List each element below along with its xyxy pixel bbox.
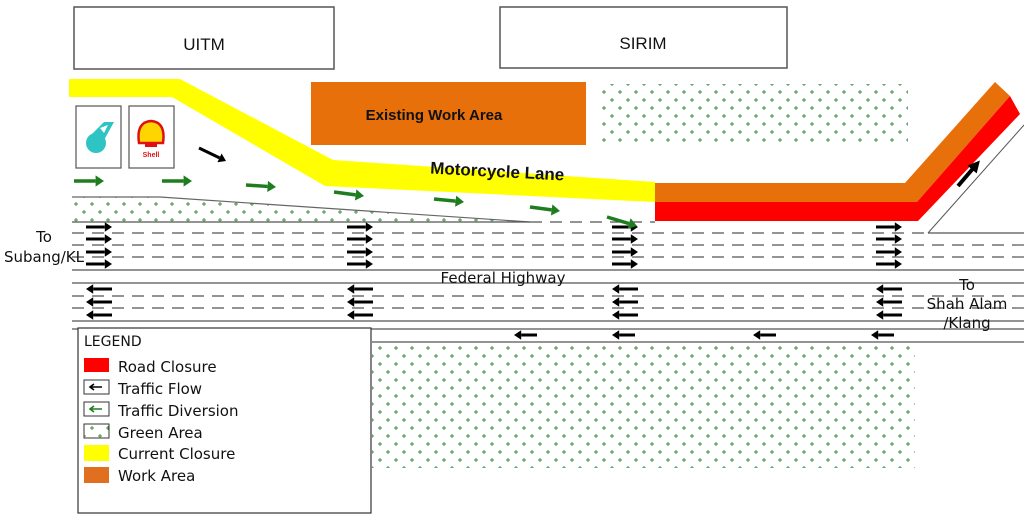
- slip-road-edge: [927, 124, 1024, 234]
- traffic-flow-arrow-east: [876, 247, 902, 257]
- traffic-flow-arrow-east: [86, 259, 112, 269]
- traffic-flow-arrow-west: [871, 330, 894, 340]
- building-sirim: SIRIM: [499, 6, 788, 69]
- to-shah-alam-label-line1: To: [958, 276, 975, 294]
- traffic-diversion-arrow: [245, 180, 276, 193]
- shell-station: Shell: [128, 105, 175, 169]
- traffic-flow-arrow-west: [86, 297, 112, 307]
- building-uitm: UITM: [73, 6, 335, 70]
- slip-road-arrow: [956, 160, 980, 188]
- traffic-flow-arrow-west: [86, 310, 112, 320]
- traffic-flow-arrow-east: [347, 234, 373, 244]
- legend-item-green-area: Green Area: [83, 423, 203, 442]
- traffic-flow-arrow-west: [612, 284, 638, 294]
- traffic-flow-arrow-west: [347, 297, 373, 307]
- traffic-flow-arrow-east: [347, 222, 373, 232]
- traffic-flow-arrow-east: [612, 247, 638, 257]
- road-closure-zone: [655, 96, 1020, 221]
- current-closure-zone: [69, 79, 655, 202]
- green-area-bottom: [372, 343, 915, 468]
- legend-item-current-closure: Current Closure: [84, 445, 235, 463]
- traffic-flow-arrow-east: [86, 247, 112, 257]
- legend-label: Green Area: [118, 424, 203, 442]
- traffic-flow-arrow-east: [347, 259, 373, 269]
- traffic-flow-arrow-west: [612, 330, 635, 340]
- legend-item-work-area: Work Area: [84, 467, 195, 485]
- traffic-diversion-arrow: [606, 215, 637, 229]
- legend-label: Current Closure: [118, 445, 235, 463]
- median-edge-diagonal: [159, 196, 531, 223]
- building-uitm-label: UITM: [183, 35, 225, 54]
- existing-work-area-label: Existing Work Area: [366, 107, 503, 124]
- legend-swatch-current-closure: [84, 445, 109, 461]
- green-area-top-right: [598, 84, 908, 146]
- traffic-diversion-arrow: [162, 175, 192, 187]
- shell-logo-icon: Shell: [137, 119, 165, 159]
- legend-item-traffic-flow: Traffic Flow: [83, 379, 202, 398]
- petronas-station: [75, 105, 122, 169]
- to-shah-alam-label-line3: /Klang: [943, 314, 990, 332]
- shell-logo-text: Shell: [143, 152, 160, 159]
- highway-lane-markings: [72, 221, 1024, 343]
- legend-item-traffic-diversion: Traffic Diversion: [83, 401, 239, 420]
- legend-label: Work Area: [118, 467, 195, 485]
- traffic-flow-arrow-west: [753, 330, 776, 340]
- traffic-flow-arrow-east: [612, 259, 638, 269]
- legend-item-road-closure: Road Closure: [84, 358, 217, 376]
- legend-swatch-work-area: [84, 467, 109, 483]
- traffic-flow-arrow-diagonal: [198, 146, 226, 163]
- traffic-diversion-arrow: [529, 204, 560, 216]
- federal-highway-label: Federal Highway: [441, 269, 566, 287]
- legend: LEGEND Road Closure Traffic Flow Traffic…: [77, 327, 372, 514]
- traffic-flow-arrow-west: [876, 297, 902, 307]
- traffic-flow-arrow-east: [347, 247, 373, 257]
- traffic-flow-arrow-west: [347, 310, 373, 320]
- traffic-flow-arrow-west: [347, 284, 373, 294]
- traffic-flow-arrow-west: [612, 310, 638, 320]
- traffic-flow-arrow-east: [86, 234, 112, 244]
- traffic-flow-arrow-west: [876, 310, 902, 320]
- traffic-flow-arrow-west: [876, 284, 902, 294]
- traffic-flow-arrow-east: [876, 222, 902, 232]
- traffic-flow-arrow-east: [612, 234, 638, 244]
- traffic-diversion-arrow-icon: [88, 405, 102, 413]
- traffic-diversion-arrows: [74, 175, 637, 229]
- traffic-diversion-arrow: [74, 175, 104, 187]
- legend-swatch-road-closure: [84, 358, 109, 372]
- legend-title: LEGEND: [84, 334, 142, 350]
- legend-swatch-green-area: [83, 423, 110, 439]
- traffic-diversion-arrow: [433, 195, 464, 207]
- traffic-flow-arrow-west: [86, 284, 112, 294]
- legend-label: Traffic Flow: [117, 380, 202, 398]
- to-subang-label-line2: Subang/KL: [4, 248, 85, 266]
- green-area-median: [72, 197, 530, 222]
- traffic-flow-arrow-west: [514, 330, 537, 340]
- traffic-flow-arrows: [86, 146, 902, 340]
- traffic-flow-arrow-west: [612, 297, 638, 307]
- work-area-zone: [655, 82, 1010, 202]
- to-shah-alam-label-line2: Shah Alam: [927, 295, 1008, 313]
- to-subang-label-line1: To: [35, 228, 52, 246]
- legend-label: Traffic Diversion: [117, 402, 239, 420]
- traffic-flow-arrow-east: [876, 234, 902, 244]
- traffic-flow-arrow-east: [86, 222, 112, 232]
- petronas-logo-icon: [86, 122, 114, 153]
- traffic-flow-arrow-east: [876, 259, 902, 269]
- existing-work-area: Existing Work Area: [311, 82, 586, 145]
- building-sirim-label: SIRIM: [619, 34, 666, 53]
- traffic-diversion-arrow: [333, 189, 364, 201]
- legend-label: Road Closure: [118, 358, 217, 376]
- traffic-flow-arrow-icon: [88, 383, 102, 391]
